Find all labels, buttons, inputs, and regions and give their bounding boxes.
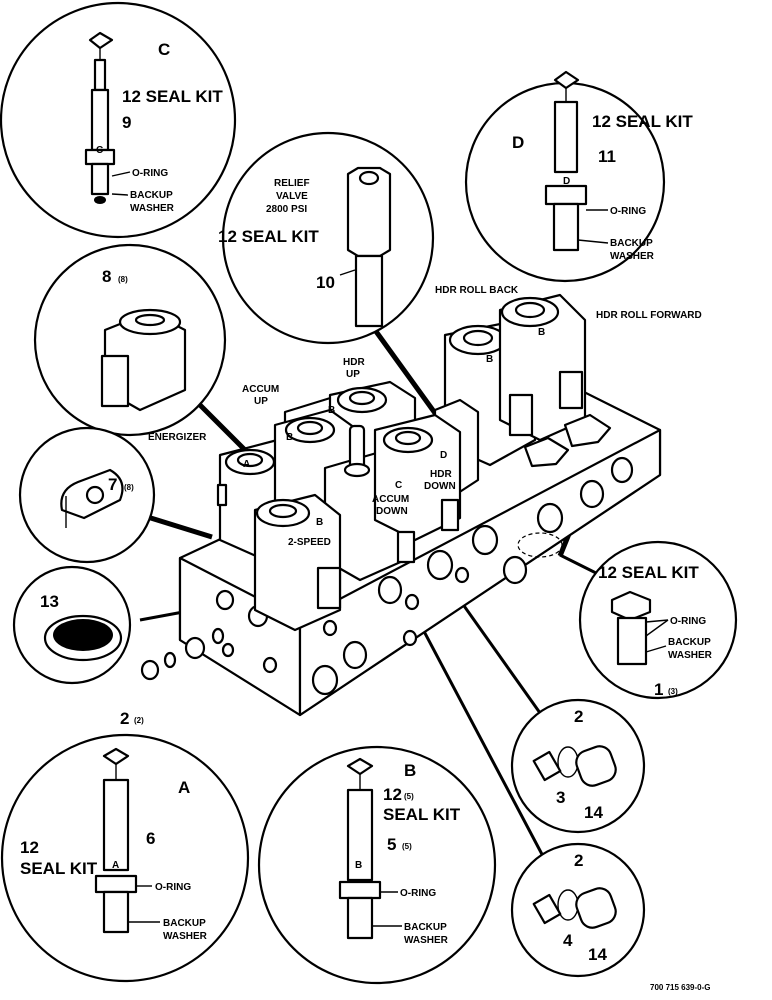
valve-b-kit-label: SEAL KIT (383, 805, 461, 824)
screen-item-number: 13 (40, 592, 59, 611)
valve-d-kit-label: 12 SEAL KIT (592, 112, 693, 131)
valve-b-backup-label: BACKUP (404, 922, 447, 933)
callout-valve-c: C 12 SEAL KIT 9 C O-RING BACKUP WASHER (0, 1, 237, 239)
valve-c-oring-label: O-RING (132, 168, 168, 179)
valve-c-body-letter: C (96, 145, 103, 156)
coil-item-qty: (8) (118, 275, 128, 284)
callout-plug-kit: 12 SEAL KIT O-RING BACKUP WASHER 1 (3) (578, 540, 738, 700)
valve-b-oring-label: O-RING (400, 888, 436, 899)
valve-d-washer-label: WASHER (610, 251, 655, 262)
coil-b-letter-5: B (316, 517, 323, 528)
valve-c-kit-label: 12 SEAL KIT (122, 87, 223, 106)
plug-kit-backup-label: BACKUP (668, 637, 711, 648)
coil-b-letter-1: B (538, 327, 545, 338)
accum-up-label-line1: ACCUM (242, 384, 279, 395)
valve-c-washer-label: WASHER (130, 203, 175, 214)
valve-b-body-letter: B (355, 860, 362, 871)
front-coils (216, 380, 462, 632)
plug-4-right-number: 14 (588, 945, 607, 964)
valve-a-item-number: 6 (146, 829, 155, 848)
callout-coil: 8 (8) (33, 243, 227, 437)
valve-a-backup-label: BACKUP (163, 918, 206, 929)
plug-3-left-number: 3 (556, 788, 565, 807)
valve-d-body-letter: D (563, 176, 570, 187)
manifold-ports (311, 456, 634, 696)
plug-3-top-number: 2 (574, 707, 583, 726)
manifold-labels: HDR ROLL BACK HDR ROLL FORWARD HDR UP AC… (120, 285, 702, 728)
plug-kit-washer-label: WASHER (668, 650, 713, 661)
valve-c-backup-label: BACKUP (130, 190, 173, 201)
valve-d-oring-label: O-RING (610, 206, 646, 217)
figure-id: 700 715 639-0-G (650, 983, 711, 992)
valve-b-item-number: 5 (387, 835, 396, 854)
manifold-assembly (140, 293, 662, 717)
accum-down-label-line1: ACCUM (372, 494, 409, 505)
coil-d-letter: D (440, 450, 447, 461)
relief-label-line1: RELIEF (274, 178, 310, 189)
callout-valve-a: A 12 SEAL KIT 6 A O-RING BACKUP WASHER (0, 733, 250, 983)
valve-a-washer-label: WASHER (163, 931, 208, 942)
accum-up-label-line2: UP (254, 396, 268, 407)
valve-a-kit-number: 12 (20, 838, 39, 857)
coil-b-letter-3: B (328, 405, 335, 416)
energizer-label: ENERGIZER (148, 432, 207, 443)
valve-d-letter: D (512, 133, 524, 152)
plug-kit-item-qty: (3) (668, 687, 678, 696)
relief-item-number: 10 (316, 273, 335, 292)
two-speed-label: 2-SPEED (288, 537, 331, 548)
relief-label-line3: 2800 PSI (266, 204, 307, 215)
hdr-roll-back-label: HDR ROLL BACK (435, 285, 519, 296)
callout-nameplate: 7 (8) (18, 426, 156, 564)
hdr-up-label-line2: UP (346, 369, 360, 380)
callout-screen: 13 (12, 565, 132, 685)
callout-valve-b: B 12 (5) SEAL KIT 5 (5) B O-RING BACKUP … (257, 745, 497, 985)
valve-c-item-number: 9 (122, 113, 131, 132)
plug-4-left-number: 4 (563, 931, 573, 950)
plug-3-right-number: 14 (584, 803, 603, 822)
coil-c-letter: C (395, 480, 402, 491)
valve-c-letter: C (158, 40, 170, 59)
valve-b-kit-qty: (5) (404, 792, 414, 801)
valve-b-item-qty: (5) (402, 842, 412, 851)
valve-a-oring-label: O-RING (155, 882, 191, 893)
plug-4-top-number: 2 (574, 851, 583, 870)
valve-a-body-letter: A (112, 860, 119, 871)
plug-stack (140, 627, 225, 681)
hdr-down-label-line1: HDR (430, 469, 452, 480)
plug-kit-label: 12 SEAL KIT (598, 563, 699, 582)
hdr-roll-forward-label: HDR ROLL FORWARD (596, 310, 702, 321)
callout-plug-3: 2 3 14 (510, 698, 646, 834)
plug-kit-item-number: 1 (654, 680, 663, 699)
callout-relief-valve: RELIEF VALVE 2800 PSI 12 SEAL KIT 10 (218, 131, 435, 345)
callout-valve-d: D 12 SEAL KIT 11 D O-RING BACKUP WASHER (464, 70, 693, 283)
valve-b-letter: B (404, 761, 416, 780)
nameplate-item-number: 7 (108, 475, 117, 494)
coil-item-number: 8 (102, 267, 111, 286)
coil-a-letter: A (243, 459, 250, 470)
valve-d-backup-label: BACKUP (610, 238, 653, 249)
item-2-number: 2 (120, 709, 129, 728)
callout-plug-4: 2 4 14 (510, 842, 646, 978)
item-2-qty: (2) (134, 716, 144, 725)
plug-kit-oring-label: O-RING (670, 616, 706, 627)
valve-a-letter: A (178, 778, 190, 797)
valve-a-kit-label: SEAL KIT (20, 859, 98, 878)
nameplate-item-qty: (8) (124, 483, 134, 492)
hdr-up-label-line1: HDR (343, 357, 365, 368)
coil-b-letter-2: B (486, 354, 493, 365)
coil-b-letter-4: B (286, 432, 293, 443)
valve-d-item-number: 11 (598, 147, 616, 166)
accum-down-label-line2: DOWN (376, 506, 408, 517)
hdr-down-label-line2: DOWN (424, 481, 456, 492)
valve-b-washer-label: WASHER (404, 935, 449, 946)
valve-b-kit-number: 12 (383, 785, 402, 804)
relief-label-line2: VALVE (276, 191, 308, 202)
relief-kit-label: 12 SEAL KIT (218, 227, 319, 246)
